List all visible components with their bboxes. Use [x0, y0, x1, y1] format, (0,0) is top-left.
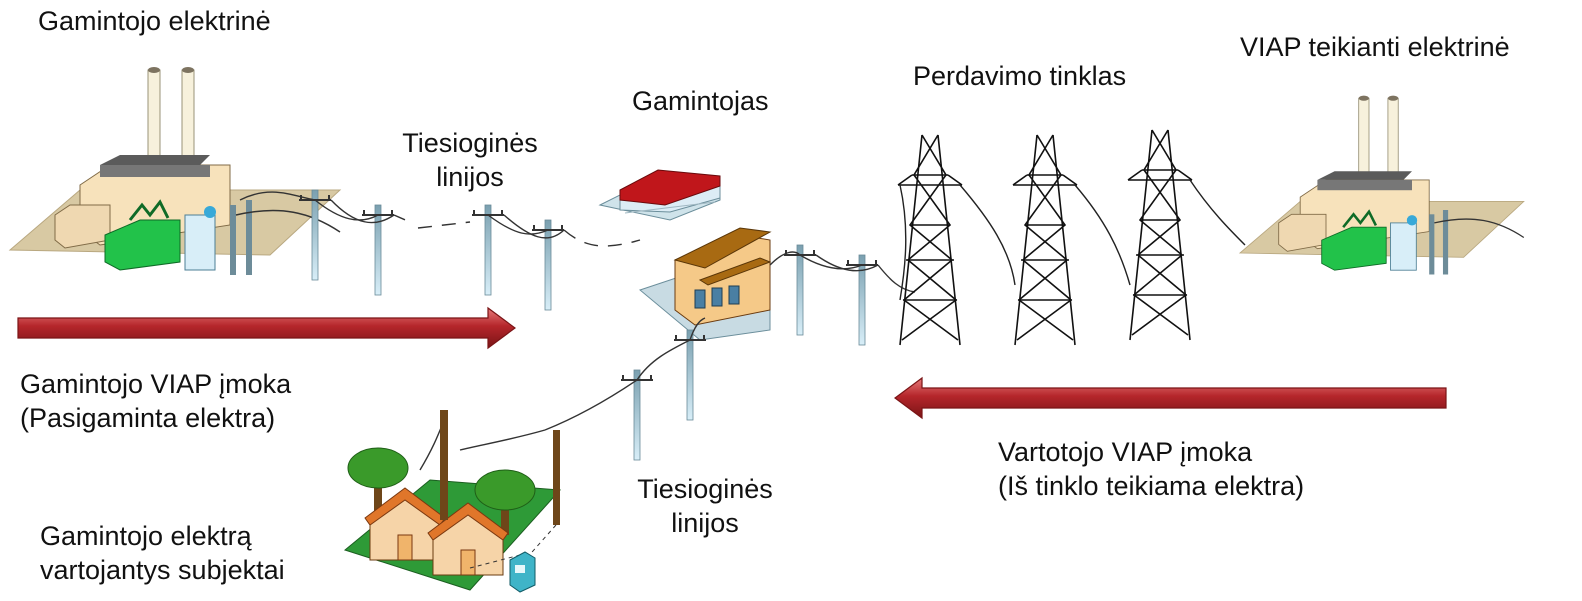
producer-plant-label: Gamintojo elektrinė [38, 6, 271, 36]
direct-lines-top-label: Tiesioginės linijos [385, 126, 555, 194]
factory-icon [638, 227, 772, 341]
power-line [419, 317, 706, 471]
consumer-fee-line2: (Iš tinklo teikiama elektra) [998, 471, 1305, 501]
producer-label: Gamintojas [632, 86, 769, 116]
direct-lines-bottom-line2: linijos [671, 508, 739, 538]
psos-plant-label: VIAP teikianti elektrinė [1240, 32, 1510, 62]
consumers-line2: vartojantys subjektai [40, 555, 285, 585]
producer-payment-arrow [17, 306, 517, 350]
factory-icon [598, 169, 721, 221]
producer-fee-line1: Gamintojo VIAP įmoka [20, 369, 292, 399]
houses-icon [343, 410, 562, 591]
direct-lines-top-line2: linijos [436, 162, 504, 192]
consumer-payment-arrow [893, 376, 1447, 420]
utility-pole-icon [620, 329, 707, 461]
consumers-label: Gamintojo elektrą vartojantys subjektai [40, 519, 285, 587]
power-line [899, 179, 1246, 301]
power-line [239, 191, 641, 247]
transmission-grid-label: Perdavimo tinklas [913, 61, 1127, 91]
producer-fee-line2: (Pasigaminta elektra) [20, 403, 276, 433]
power-line [769, 251, 916, 293]
transmission-tower-icon [897, 129, 1193, 346]
electric-meter-icon [509, 551, 536, 593]
consumers-line1: Gamintojo elektrą [40, 521, 252, 551]
producer-fee-label: Gamintojo VIAP įmoka (Pasigaminta elektr… [20, 367, 291, 435]
utility-pole-icon [783, 244, 879, 346]
consumer-fee-label: Vartotojo VIAP įmoka (Iš tinklo teikiama… [998, 435, 1304, 503]
direct-lines-bottom-label: Tiesioginės linijos [620, 472, 790, 540]
direct-lines-top-line1: Tiesioginės [402, 128, 538, 158]
direct-lines-bottom-line1: Tiesioginės [637, 474, 773, 504]
consumer-fee-line1: Vartotojo VIAP įmoka [998, 437, 1253, 467]
power-plant-icon [8, 65, 342, 277]
power-plant-icon [1238, 94, 1526, 276]
